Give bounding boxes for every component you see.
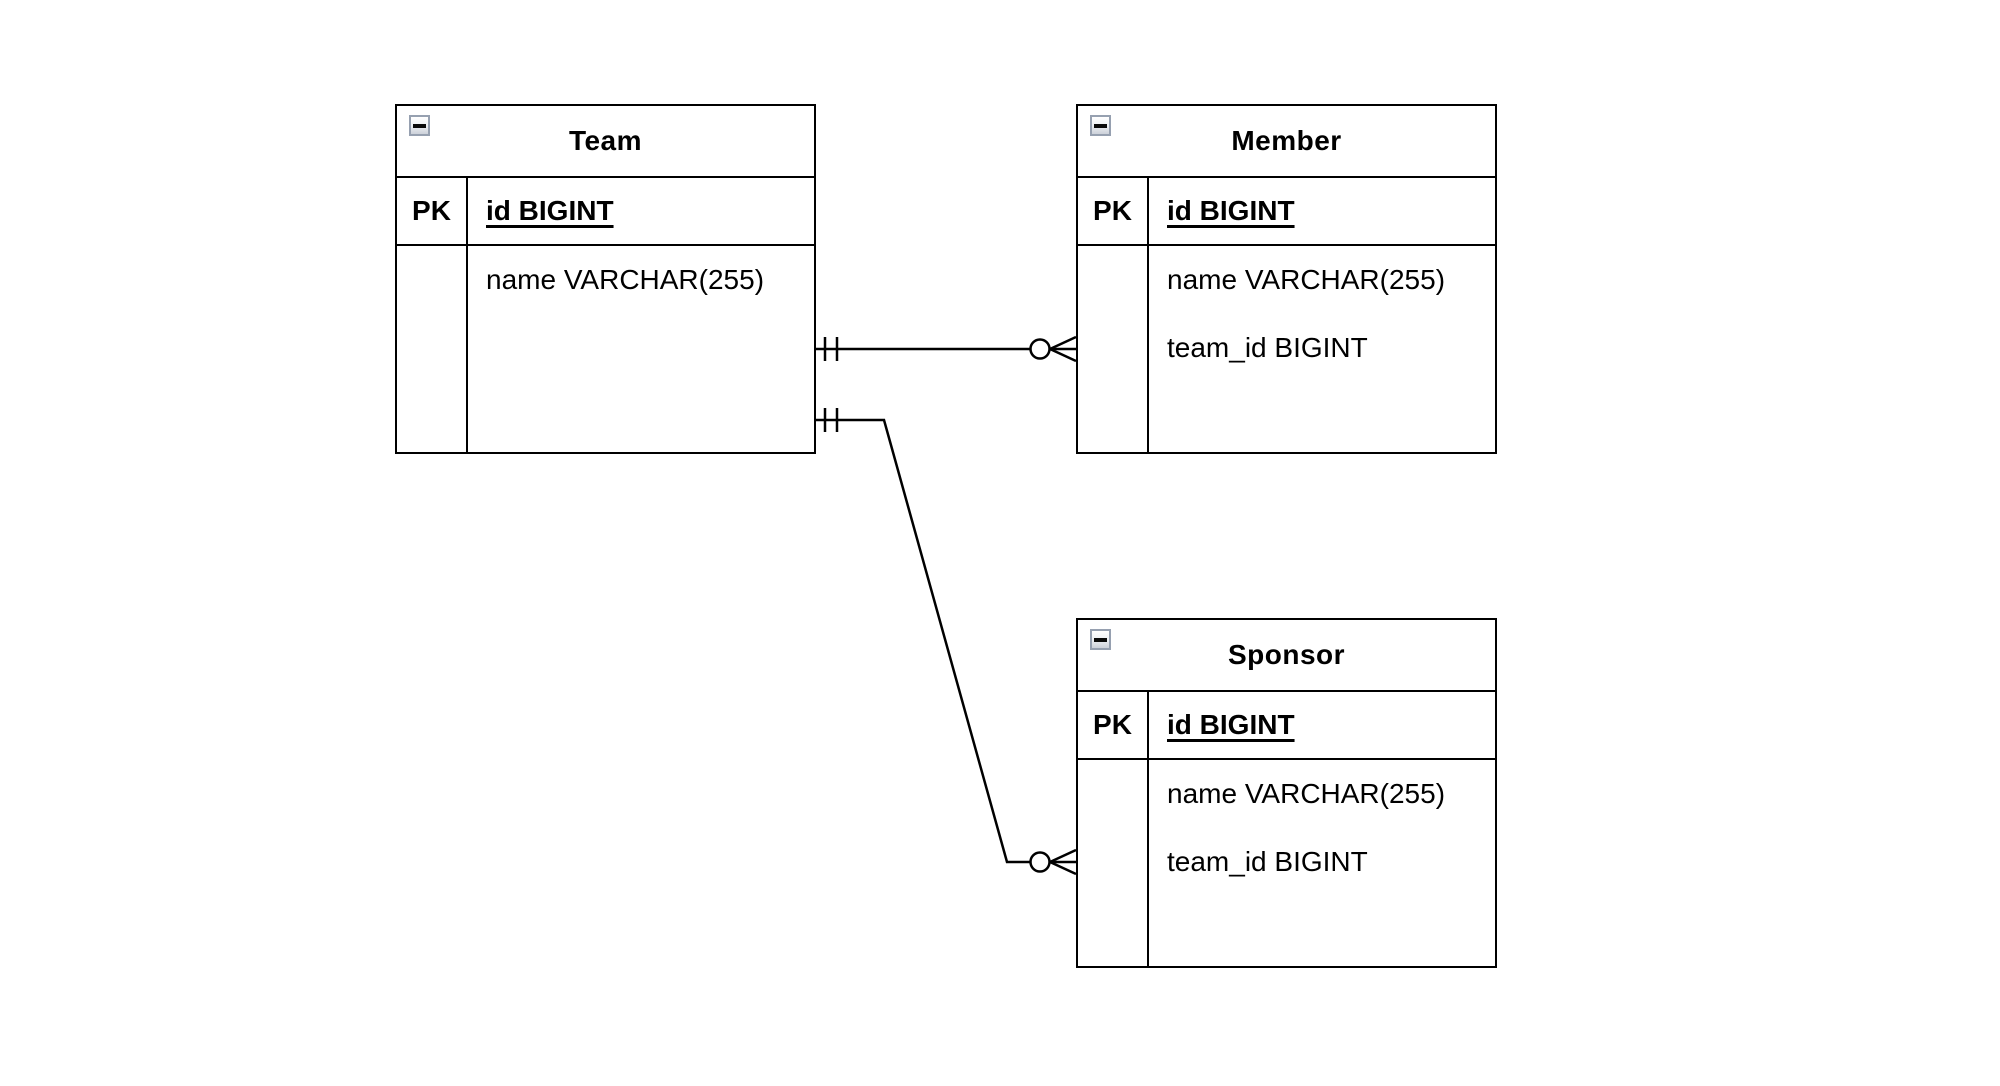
entity-body: name VARCHAR(255) team_id BIGINT — [1078, 760, 1495, 966]
entity-table-member[interactable]: Member PK id BIGINT name VARCHAR(255) te… — [1076, 104, 1497, 454]
key-gutter — [397, 246, 468, 452]
pk-field-cell: id BIGINT — [486, 195, 614, 226]
minus-glyph — [1094, 123, 1107, 128]
entity-header: Member — [1078, 106, 1495, 178]
collapse-minus-icon[interactable] — [409, 115, 430, 136]
key-gutter — [1078, 246, 1149, 452]
field-row: name VARCHAR(255) — [1167, 264, 1446, 295]
relationship-team-sponsor[interactable] — [816, 408, 1077, 876]
relationship-line[interactable] — [816, 418, 1030, 864]
one-and-only-one-marker-icon — [823, 408, 839, 432]
entity-title: Team — [568, 125, 643, 156]
zero-or-many-marker-icon — [1029, 848, 1077, 876]
key-gutter — [1078, 760, 1149, 966]
pk-key-cell: PK — [1078, 692, 1149, 758]
zero-or-many-marker-icon — [1029, 335, 1077, 363]
pk-field-cell: id BIGINT — [1167, 195, 1295, 226]
field-row: team_id BIGINT — [1167, 332, 1368, 363]
entity-title: Sponsor — [1227, 639, 1346, 670]
minus-glyph — [413, 123, 426, 128]
collapse-minus-icon[interactable] — [1090, 629, 1111, 650]
pk-row: PK id BIGINT — [1078, 692, 1495, 760]
pk-row: PK id BIGINT — [397, 178, 814, 246]
pk-field-cell: id BIGINT — [1167, 709, 1295, 740]
entity-body: name VARCHAR(255) team_id BIGINT — [1078, 246, 1495, 452]
field-row: name VARCHAR(255) — [486, 264, 765, 295]
collapse-minus-icon[interactable] — [1090, 115, 1111, 136]
one-and-only-one-marker-icon — [823, 337, 839, 361]
entity-title: Member — [1231, 125, 1342, 156]
pk-key-cell: PK — [397, 178, 468, 244]
relationship-team-member[interactable] — [816, 335, 1077, 363]
minus-glyph — [1094, 637, 1107, 642]
entity-header: Team — [397, 106, 814, 178]
entity-table-team[interactable]: Team PK id BIGINT name VARCHAR(255) — [395, 104, 816, 454]
pk-key-cell: PK — [1078, 178, 1149, 244]
entity-table-sponsor[interactable]: Sponsor PK id BIGINT name VARCHAR(255) t… — [1076, 618, 1497, 968]
entity-body: name VARCHAR(255) — [397, 246, 814, 452]
field-row: team_id BIGINT — [1167, 846, 1368, 877]
field-row: name VARCHAR(255) — [1167, 778, 1446, 809]
entity-header: Sponsor — [1078, 620, 1495, 692]
pk-row: PK id BIGINT — [1078, 178, 1495, 246]
